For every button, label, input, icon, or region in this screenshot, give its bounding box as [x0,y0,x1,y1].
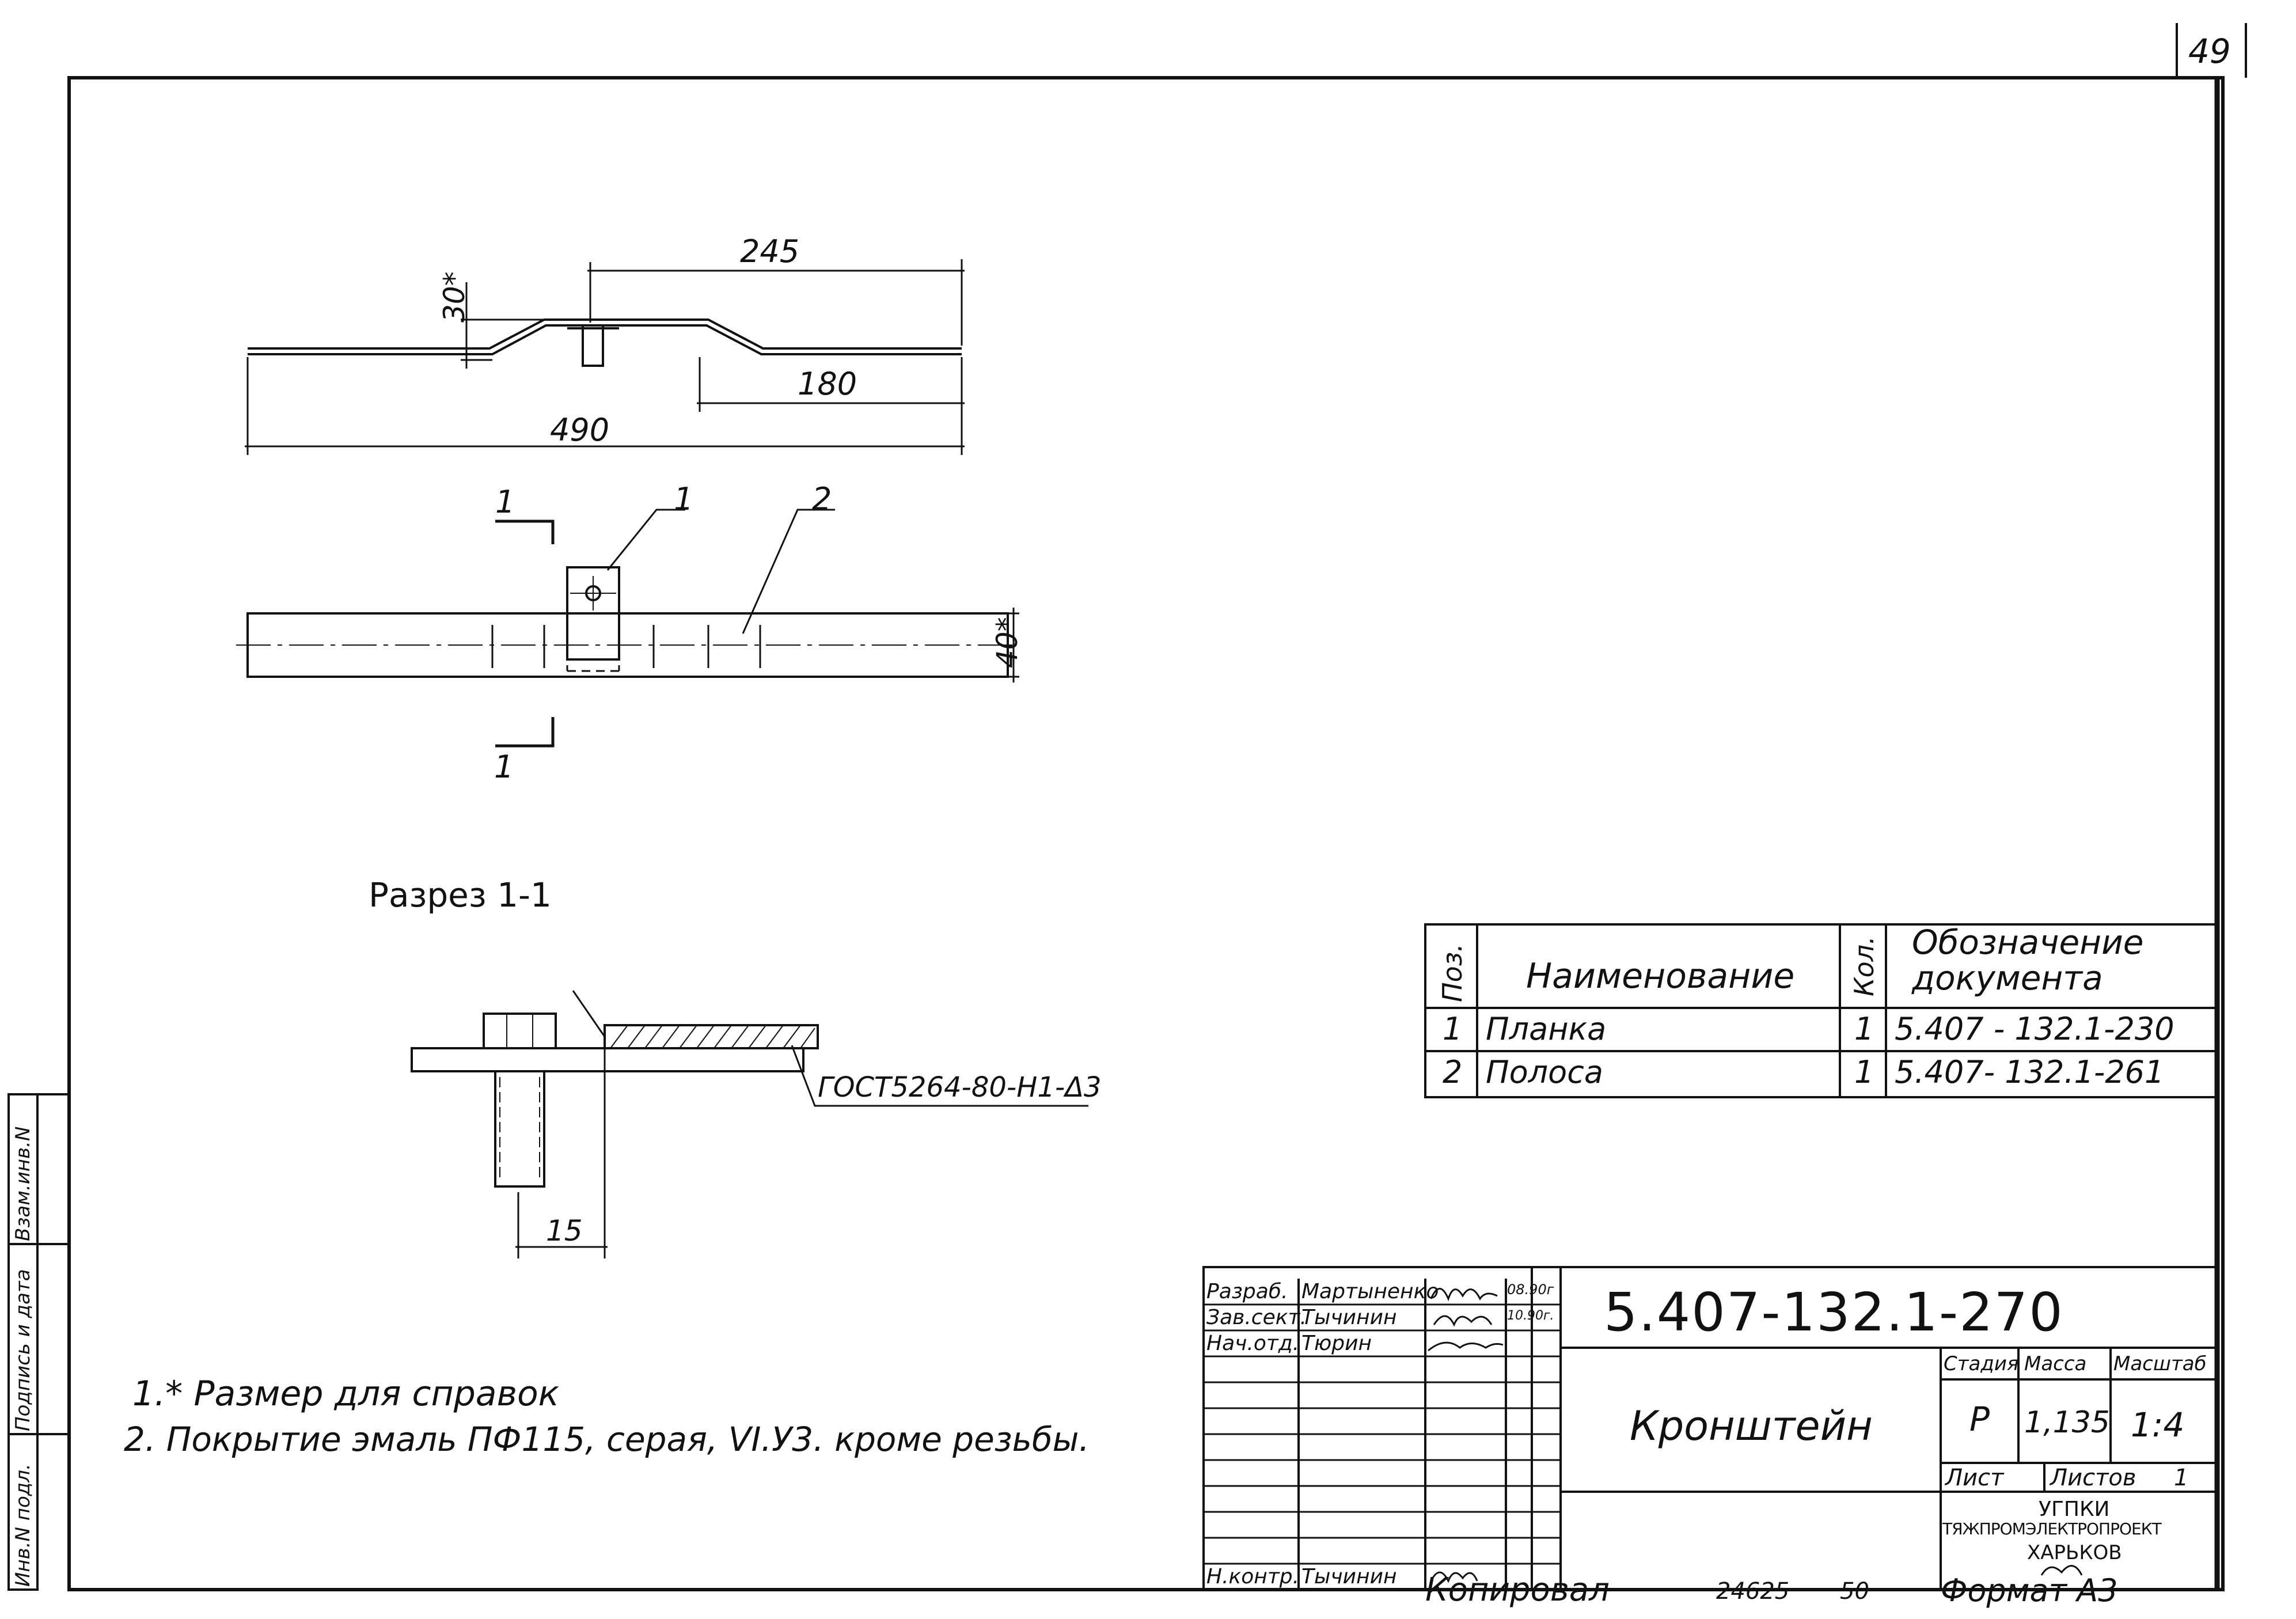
signature-nkontr [1430,1571,1478,1583]
side-stamp-inv: Инв.N подл. [12,1463,35,1587]
footer-copied: Копировал [1425,1571,1610,1609]
label-mass: Масса [2024,1352,2087,1375]
spec-row2-name: Полоса [1486,1054,1603,1090]
note-1: 1.* Размер для справок [132,1374,559,1414]
sheet-number: 49 [2188,32,2231,71]
plan-view [236,509,1019,748]
spec-row2-qty: 1 [1854,1054,1874,1090]
label-sheets: Листов [2050,1465,2136,1491]
spec-row2-doc: 5.407- 132.1-261 [1895,1054,2165,1090]
label-scale: Масштаб [2113,1352,2207,1375]
section-title: Разрез 1-1 [369,875,552,915]
org-line-2: ТЯЖПРОМЭЛЕКТРОПРОЕКТ [1942,1519,2162,1538]
sig-role-nkontr: Н.контр. [1206,1565,1300,1588]
signature-copier [2040,1565,2083,1576]
section-mark-top: 1 [495,484,515,520]
sig-role-razrab: Разраб. [1206,1280,1288,1303]
callout-part-1: 1 [674,481,694,517]
dim-40: 40* [990,617,1024,668]
value-stage: Р [1969,1400,1990,1439]
spec-header-doc: Обозначение документа [1912,924,2200,996]
sig-name-razrab: Мартыненко [1301,1280,1439,1303]
value-sheets: 1 [2174,1465,2189,1491]
spec-header-pos: Поз. [1437,943,1468,1002]
dim-180: 180 [798,366,857,402]
dim-490: 490 [550,412,610,448]
note-2: 2. Покрытие эмаль ПФ115, серая, VI.У3. к… [124,1420,1090,1459]
sig-date-razrab: 08.90г [1507,1281,1554,1298]
signature-zavsekt [1433,1315,1493,1327]
spec-row1-pos: 1 [1443,1011,1463,1047]
spec-row1-doc: 5.407 - 132.1-230 [1895,1011,2174,1047]
side-stamp-frame [7,1093,39,1591]
title-block-lines [1202,1266,2218,1591]
weld-standard: ГОСТ5264-80-Н1-Δ3 [818,1071,1102,1104]
value-mass: 1,135 [2024,1405,2110,1440]
spec-row1-qty: 1 [1854,1011,1874,1047]
dim-30: 30* [438,271,471,323]
footer-format: Формат А3 [1941,1572,2118,1609]
side-stamp-replaces: Взам.инв.N [12,1126,35,1241]
value-scale: 1:4 [2131,1405,2185,1444]
label-stage: Стадия [1944,1352,2019,1375]
signature-razrab [1430,1288,1498,1302]
org-line-1: УГПКИ [2039,1497,2110,1521]
sheet-frame [67,76,2225,1591]
spec-header-name: Наименование [1526,956,1795,996]
sig-name-zavsekt: Тычинин [1301,1306,1397,1329]
dim-245: 245 [740,233,800,270]
signature-nachotd [1428,1341,1504,1352]
footer-number2: 50 [1840,1578,1869,1605]
spec-table-lines [1424,923,2218,1098]
spec-header-doc-text: Обозначение документа [1912,923,2144,998]
section-mark-bottom: 1 [494,749,514,785]
sig-date-zavsekt: 10.90г. [1507,1309,1554,1323]
document-title: Кронштейн [1630,1402,1873,1450]
sig-name-nkontr: Тычинин [1301,1565,1397,1588]
footer-order-number: 24625 [1716,1578,1790,1605]
callout-part-2: 2 [812,481,832,517]
section-view [411,990,1088,1258]
sig-name-nachotd: Тюрин [1301,1332,1372,1355]
document-code: 5.407-132.1-270 [1604,1281,2064,1343]
side-stamp-sign: Подпись и дата [12,1269,35,1431]
sig-role-nachotd: Нач.отд. [1206,1332,1300,1355]
side-view [245,259,965,455]
sig-role-zavsekt: Зав.сект. [1206,1306,1307,1329]
dim-15: 15 [546,1214,583,1248]
spec-row1-name: Планка [1486,1011,1607,1047]
signature-scribbles [1428,1288,2083,1583]
org-line-3: ХАРЬКОВ [2027,1541,2122,1564]
label-sheet: Лист [1945,1465,2004,1491]
spec-row2-pos: 2 [1443,1054,1463,1090]
spec-header-qty: Кол. [1849,936,1880,996]
